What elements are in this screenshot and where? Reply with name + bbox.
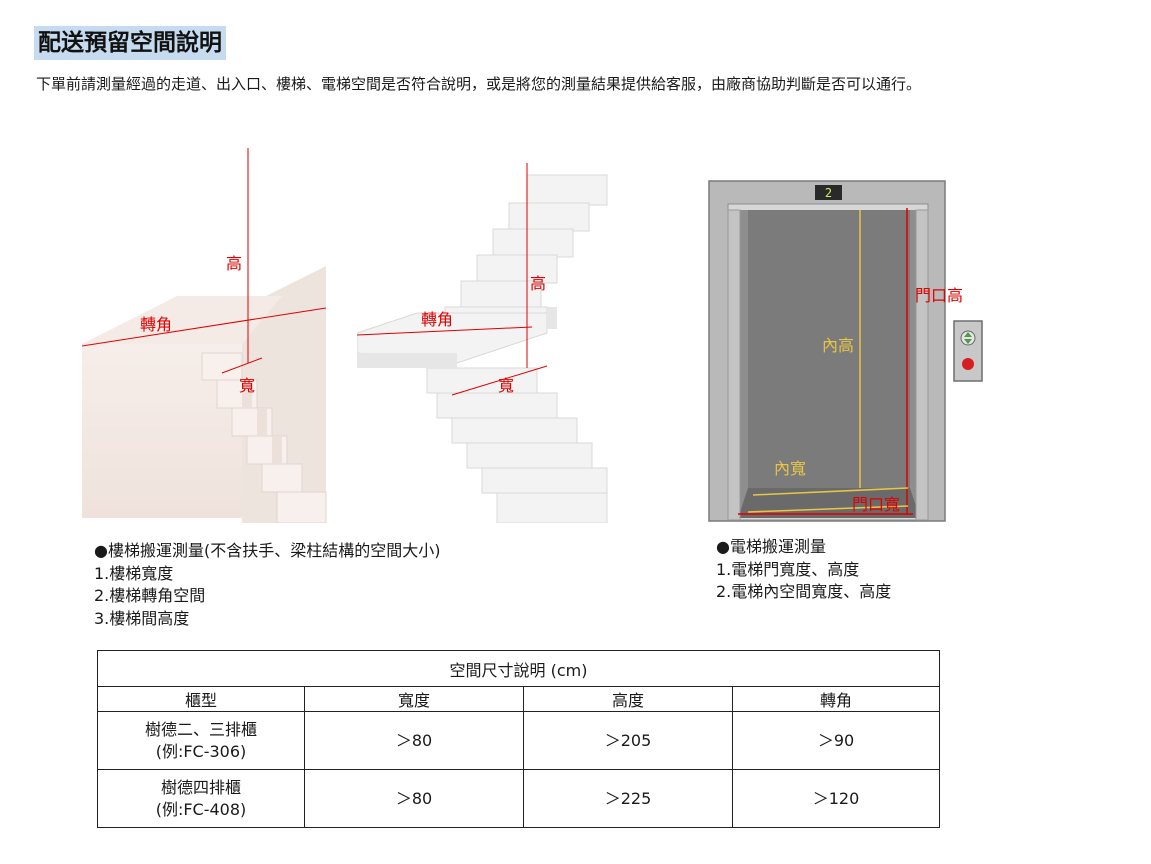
label-width: 寬 (239, 376, 255, 395)
label-turn: 轉角 (140, 315, 172, 334)
dimension-table: 空間尺寸說明 (cm) 櫃型 寬度 高度 轉角 樹德二、三排櫃 (例:FC-30… (97, 650, 940, 828)
table-row: 樹德四排櫃 (例:FC-408) ＞80 ＞225 ＞120 (97, 769, 940, 828)
cell-type-example: (例:FC-408) (155, 799, 247, 819)
cell-width: ＞80 (304, 711, 524, 770)
column-header-height: 高度 (523, 686, 733, 712)
label-turn: 轉角 (421, 310, 453, 329)
elevator-notes: ●電梯搬運測量 1.電梯門寬度、高度 2.電梯內空間寬度、高度 (716, 536, 891, 604)
stair-figure-1: 高 轉角 寬 (82, 148, 327, 523)
stair-note-item: 2.樓梯轉角空間 (94, 586, 206, 605)
column-header-width: 寬度 (304, 686, 524, 712)
column-header-turn: 轉角 (732, 686, 940, 712)
elevator-note-item: 1.電梯門寬度、高度 (716, 559, 860, 579)
cell-type-name: 樹德四排櫃 (160, 777, 241, 797)
stair-note-item: 3.樓梯間高度 (94, 608, 190, 628)
cell-height: ＞205 (523, 711, 733, 770)
table-caption: 空間尺寸說明 (cm) (97, 650, 940, 687)
page-title: 配送預留空間說明 (34, 26, 226, 60)
label-height: 高 (530, 274, 546, 293)
cell-turn: ＞120 (732, 769, 940, 828)
stair-note-item: 1.樓梯寬度 (94, 563, 174, 583)
floor-display: 2 (825, 186, 832, 200)
column-header-type: 櫃型 (97, 686, 305, 712)
elevator-note-item: 2.電梯內空間寬度、高度 (716, 582, 892, 601)
intro-text: 下單前請測量經過的走道、出入口、樓梯、電梯空間是否符合說明，或是將您的測量結果提… (36, 75, 922, 93)
cell-type-name: 樹德二、三排櫃 (144, 719, 257, 739)
label-inner-width: 內寬 (774, 459, 806, 478)
label-door-height: 門口高 (915, 286, 963, 305)
label-inner-height: 內高 (822, 336, 854, 355)
elevator-notes-heading: ●電梯搬運測量 (716, 537, 826, 556)
cell-width: ＞80 (304, 769, 524, 828)
label-width: 寬 (498, 376, 514, 395)
stair-notes: ●樓梯搬運測量(不含扶手、梁柱結構的空間大小) 1.樓梯寬度 2.樓梯轉角空間 … (94, 540, 440, 630)
cell-type-example: (例:FC-306) (155, 741, 247, 761)
label-height: 高 (226, 254, 242, 273)
stair-figure-2: 高 轉角 寬 (357, 163, 608, 523)
cell-turn: ＞90 (732, 711, 940, 770)
cell-height: ＞225 (523, 769, 733, 828)
stair-notes-heading: ●樓梯搬運測量(不含扶手、梁柱結構的空間大小) (94, 541, 441, 560)
table-row: 樹德二、三排櫃 (例:FC-306) ＞80 ＞205 ＞90 (97, 711, 940, 770)
label-door-width: 門口寬 (852, 495, 900, 514)
cell-type: 樹德二、三排櫃 (例:FC-306) (97, 711, 305, 770)
elevator-figure: 2 門口高 內高 內寬 門口寬 (708, 180, 983, 522)
cell-type: 樹德四排櫃 (例:FC-408) (97, 769, 305, 828)
